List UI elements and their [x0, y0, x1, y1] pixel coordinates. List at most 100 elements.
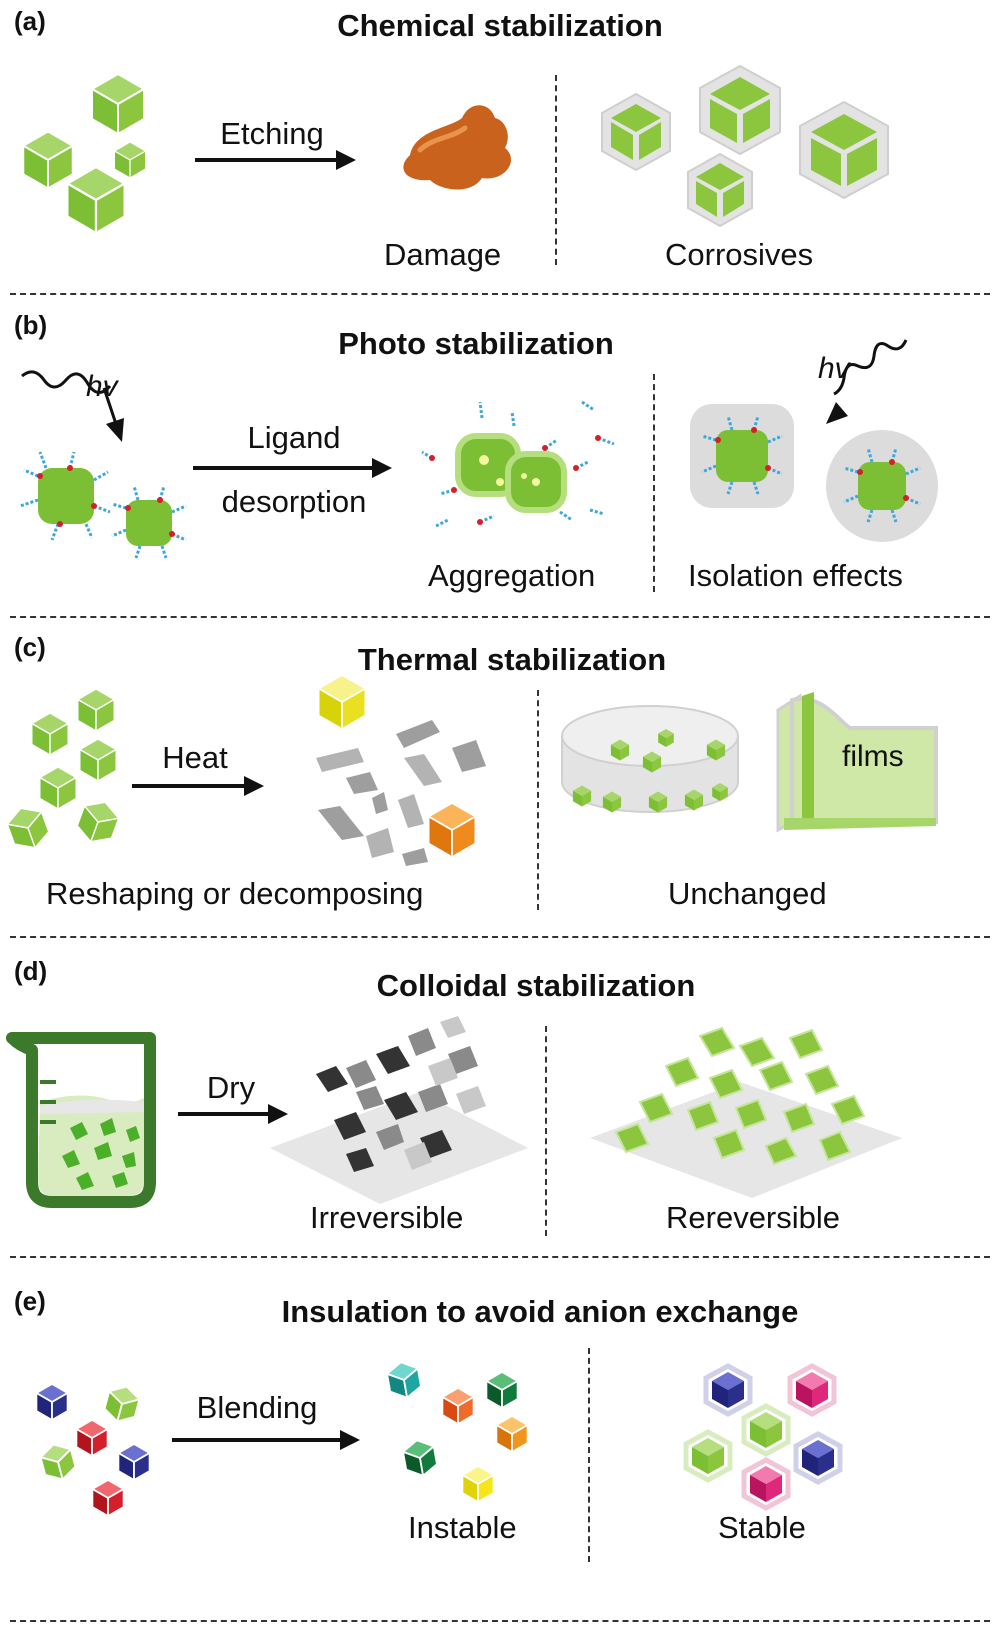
- composite-disk: [561, 705, 739, 813]
- arrow-label-etching: Etching: [220, 116, 324, 151]
- coated-cube-icon: [787, 1363, 837, 1417]
- flexible-films: [776, 692, 938, 833]
- divider-vertical: [588, 1348, 590, 1562]
- coated-cube-icon: [741, 1403, 791, 1457]
- coated-cube-icon: [687, 152, 753, 228]
- ligand-capped-nanocrystal: [19, 451, 111, 541]
- panel-a: (a) Chemical stabilization: [0, 0, 1000, 292]
- coated-cube-cluster: [601, 64, 889, 228]
- panel-title: Chemical stabilization: [337, 8, 663, 43]
- coated-cube-icon: [793, 1431, 843, 1485]
- cube-icon: [113, 141, 147, 180]
- panel-letter: (c): [14, 632, 46, 662]
- cube-icon: [316, 673, 368, 731]
- panel-e: (e) Insulation to avoid anion exchange: [0, 1262, 1000, 1592]
- panel-c: (c) Thermal stabilization: [0, 622, 1000, 934]
- cube-icon: [385, 1361, 422, 1400]
- coated-cube-icon: [741, 1457, 791, 1511]
- cube-icon: [74, 1418, 110, 1458]
- etching-arrow: [195, 150, 356, 170]
- anion-exchange-illustration: [34, 1361, 843, 1518]
- chemical-stabilization-illustration: [21, 64, 889, 235]
- coated-stable-cubes: [683, 1363, 843, 1511]
- cube-icon: [78, 738, 118, 783]
- cube-icon: [116, 1442, 152, 1482]
- cube-icon: [706, 739, 726, 761]
- panel-letter: (d): [14, 956, 48, 986]
- panel-letter: (a): [14, 6, 46, 36]
- coated-cube-icon: [601, 92, 671, 172]
- cube-icon: [494, 1414, 530, 1454]
- free-ligand-heads: [429, 435, 601, 525]
- reversible-dispersion: [590, 1026, 902, 1198]
- caption-unchanged: Unchanged: [668, 876, 827, 911]
- blending-arrow: [172, 1430, 360, 1450]
- cube-icon: [648, 791, 668, 813]
- cube-icon: [21, 130, 75, 191]
- cube-icon: [30, 712, 70, 757]
- cube-icon: [38, 1443, 77, 1482]
- divider-horizontal: [10, 293, 990, 295]
- divider-horizontal: [10, 1620, 990, 1622]
- caption-stable: Stable: [718, 1510, 806, 1545]
- arrow-label-dry: Dry: [206, 1070, 256, 1105]
- encapsulated-nanocrystal: [690, 404, 794, 508]
- cube-icon: [103, 1385, 142, 1424]
- caption-instable: Instable: [408, 1510, 517, 1545]
- caption-rereversible: Rereversible: [666, 1200, 841, 1235]
- arrow-label-desorption: desorption: [221, 484, 367, 519]
- thermal-stabilization-illustration: [5, 673, 938, 866]
- divider-vertical: [537, 690, 539, 910]
- arrow-label-blending: Blending: [196, 1390, 318, 1425]
- panel-title: Photo stabilization: [338, 326, 614, 361]
- divider-horizontal: [10, 616, 990, 618]
- cube-icon: [5, 807, 50, 850]
- arrow-label-ligand: Ligand: [247, 420, 341, 455]
- caption-isolation-effects: Isolation effects: [688, 558, 903, 593]
- encapsulated-nanocrystal: [826, 430, 938, 542]
- divider-vertical: [555, 75, 557, 265]
- caption-aggregation: Aggregation: [428, 558, 596, 593]
- green-cube-cluster: [5, 688, 121, 850]
- damaged-particle-blob: [403, 105, 512, 190]
- panel-b: (b) Photo stabilization: [0, 300, 1000, 614]
- divider-horizontal: [10, 936, 990, 938]
- panel-letter: (e): [14, 1286, 46, 1316]
- caption-damage: Damage: [384, 237, 502, 272]
- cube-icon: [76, 801, 121, 844]
- cube-icon: [440, 1386, 476, 1426]
- colloidal-stabilization-illustration: [6, 1016, 902, 1208]
- light-wave-icon: [826, 339, 908, 424]
- coated-cube-icon: [683, 1429, 733, 1483]
- exchanged-cubes: [385, 1361, 530, 1504]
- decomposed-fragments: [316, 673, 486, 866]
- light-wave-icon: [21, 370, 124, 442]
- dry-arrow: [178, 1104, 288, 1124]
- arrow-label-heat: Heat: [162, 740, 228, 775]
- coated-cube-icon: [799, 100, 889, 200]
- cube-icon: [484, 1370, 520, 1410]
- panel-letter: (b): [14, 310, 48, 340]
- film-label: films: [842, 740, 904, 773]
- divider-horizontal: [10, 1256, 990, 1258]
- photo-stabilization-illustration: [19, 339, 938, 559]
- light-symbol-hv: hv: [818, 352, 850, 385]
- cube-icon: [460, 1464, 496, 1504]
- coated-cube-icon: [699, 64, 781, 156]
- cube-icon: [38, 766, 78, 811]
- divider-vertical: [653, 374, 655, 592]
- aggregated-nanocrystals: [455, 433, 567, 513]
- light-symbol-hv: hv: [86, 370, 118, 403]
- panel-title: Colloidal stabilization: [376, 968, 696, 1003]
- caption-corrosives: Corrosives: [665, 237, 814, 272]
- coated-cube-icon: [703, 1363, 753, 1417]
- ligand-desorption-arrow: [193, 458, 392, 478]
- cube-icon: [90, 1478, 126, 1518]
- panel-title: Insulation to avoid anion exchange: [281, 1294, 799, 1329]
- divider-vertical: [545, 1026, 547, 1236]
- irreversible-aggregate: [270, 1016, 528, 1204]
- cube-icon: [34, 1382, 70, 1422]
- caption-irreversible: Irreversible: [310, 1200, 464, 1235]
- cube-icon: [610, 739, 630, 761]
- panel-d: (d) Colloidal stabilization: [0, 942, 1000, 1252]
